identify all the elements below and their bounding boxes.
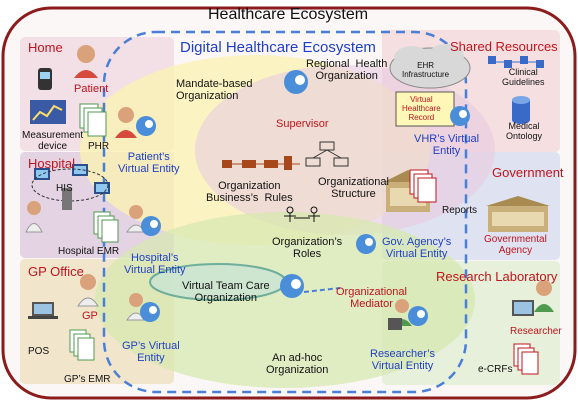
ecrfs-label: e-CRFs (478, 364, 513, 375)
government-title: Government (492, 165, 564, 180)
shared-resources-title: Shared Resources (450, 39, 558, 54)
clinical-guidelines-label: Clinical Guidelines (502, 67, 545, 87)
person-icon (534, 280, 554, 312)
business-rules-label: Organization Business’s Rules (206, 180, 293, 205)
hospital-title: Hospital (28, 156, 75, 171)
patient-label: Patient (74, 83, 109, 95)
document-stack-icon (79, 103, 107, 137)
adhoc-organization-ellipse (95, 212, 475, 388)
person-icon (126, 205, 146, 233)
building-icon (486, 196, 550, 232)
document-stack-icon (93, 211, 119, 243)
person-icon (74, 45, 98, 78)
flowchart-icon (488, 56, 544, 68)
robot-agent-icon (408, 306, 428, 326)
gp-office-title: GP Office (28, 264, 84, 279)
researcher-virtual-entity-label: Researcher’s Virtual Entity (370, 348, 436, 373)
measurement-device-label: Measurement device (22, 130, 84, 152)
document-stack-icon (513, 343, 539, 375)
organizational-mediator-label: Organizational Mediator (336, 286, 407, 311)
adhoc-organization-label: An ad-hoc Organization (266, 352, 329, 377)
mandate-organization-label: Mandate-based Organization (176, 78, 253, 103)
robot-agent-icon (141, 216, 161, 236)
researcher-label: Researcher (510, 326, 562, 337)
regional-organization-label: Regional Health Organization (306, 58, 388, 83)
document-stack-icon (69, 329, 95, 361)
cloud-icon (389, 44, 471, 89)
gov-agency-virtual-entity-label: Gov. Agency’s Virtual Entity (382, 236, 452, 261)
hospital-virtual-entity-label: Hospital’s Virtual Entity (124, 252, 186, 277)
organization-roles-label: Organization’s Roles (272, 236, 343, 261)
computer-icon (94, 182, 110, 194)
phone-icon (38, 68, 52, 90)
computer-icon (34, 168, 50, 180)
phr-label: PHR (88, 141, 110, 152)
governmental-agency-label: Governmental Agency (484, 234, 547, 256)
home-title: Home (28, 40, 63, 55)
page-title: Healthcare Ecosystem (208, 6, 369, 23)
his-label: HIS (56, 183, 73, 194)
person-icon (25, 201, 43, 233)
hospital-emr-label: Hospital EMR (58, 246, 120, 257)
gp-label: GP (82, 310, 98, 322)
ehr-infrastructure-label: EHR Infrastructure (402, 61, 450, 79)
robot-agent-icon (136, 116, 156, 136)
vhr-label: Virtual Healthcare Record (402, 95, 441, 122)
person-icon (115, 107, 137, 138)
pos-label: POS (28, 346, 50, 357)
computer-icon (388, 318, 402, 330)
flowchart-icon (222, 156, 300, 170)
robot-agent-icon (450, 106, 470, 126)
reports-label: Reports (442, 205, 478, 216)
chart-icon (30, 100, 66, 124)
document-stack-icon (409, 169, 437, 203)
database-icon (512, 96, 530, 124)
robot-agent-icon (140, 302, 160, 322)
person-icon (77, 274, 99, 307)
org-chart-icon (305, 141, 349, 167)
patient-virtual-entity-label: Patient’s Virtual Entity (118, 151, 180, 176)
gp-virtual-entity-label: GP’s Virtual Entity (122, 340, 180, 365)
organizational-structure-label: Organizational Structure (318, 176, 389, 201)
computer-icon (512, 300, 534, 316)
robot-agent-icon (356, 234, 376, 254)
vhr-virtual-entity-label: VHR’s Virtual Entity (414, 133, 480, 158)
server-icon (62, 188, 72, 210)
supervisor-label: Supervisor (276, 118, 329, 130)
digital-ecosystem-title: Digital Healthcare Ecosystem (180, 39, 376, 56)
robot-agent-icon (284, 70, 308, 94)
computer-icon (28, 302, 58, 319)
vhr-document (395, 91, 455, 127)
robot-agent-icon (280, 274, 304, 298)
roles-icon (284, 206, 320, 222)
medical-ontology-label: Medical Ontology (506, 121, 543, 141)
gp-emr-label: GP’s EMR (64, 374, 111, 385)
research-laboratory-title: Research Laboratory (436, 269, 558, 284)
virtual-team-organization-label: Virtual Team Care Organization (182, 280, 270, 305)
